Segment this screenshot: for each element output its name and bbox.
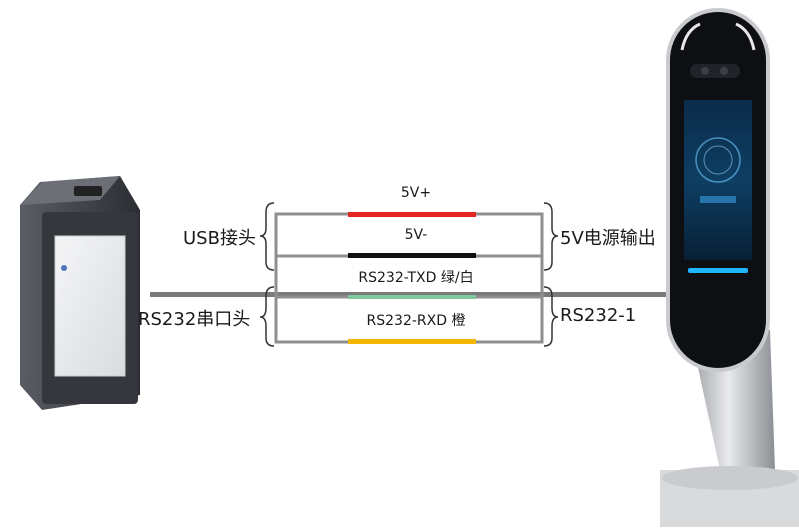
- wire-segment-txd: [348, 295, 476, 299]
- wire-segment-rxd: [348, 339, 476, 344]
- wire-label-5v-minus: 5V-: [276, 227, 556, 243]
- label-5v-power-output: 5V电源输出: [560, 224, 656, 250]
- left-braces: [260, 203, 274, 346]
- wire-label-5v-plus: 5V+: [276, 185, 556, 201]
- label-usb-connector: USB接头: [183, 224, 256, 250]
- kiosk-device: [660, 10, 799, 527]
- wire-segment-5v-plus: [348, 212, 476, 217]
- label-rs232-1: RS232-1: [560, 305, 636, 326]
- wire-segment-5v-minus: [348, 253, 476, 258]
- label-rs232-connector: RS232串口头: [138, 305, 250, 331]
- wire-label-rxd: RS232-RXD 橙: [276, 310, 556, 330]
- scanner-device: [20, 176, 140, 410]
- wire-label-txd: RS232-TXD 绿/白: [276, 267, 556, 287]
